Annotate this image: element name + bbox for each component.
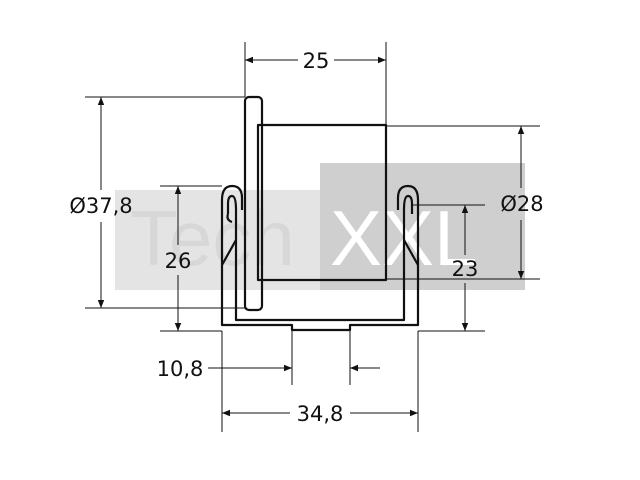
watermark-right-panel (320, 163, 525, 290)
dimension-lines (97, 56, 525, 417)
left-wall-slant (221, 239, 237, 266)
right-wall-slant (403, 239, 419, 266)
flange (243, 95, 264, 312)
dim-label-roller-diameter: Ø28 (500, 192, 543, 216)
dim-label-slot-width: 10,8 (157, 357, 204, 381)
right-hook (396, 184, 420, 214)
dimension-labels: 25 Ø37,8 Ø28 26 23 10,8 34,8 (69, 49, 543, 426)
dim-label-right-height: 23 (452, 257, 479, 281)
dim-label-total-width: 34,8 (297, 402, 344, 426)
watermark-brand-left: Tech (130, 194, 295, 282)
roller-body (256, 123, 388, 282)
left-hook (220, 184, 244, 214)
part-outline (220, 95, 420, 332)
watermark-left-panel (115, 190, 320, 290)
left-hook-tip (226, 213, 233, 224)
dim-label-left-height: 26 (165, 249, 192, 273)
dim-label-top-width: 25 (303, 49, 330, 73)
dim-label-flange-diameter: Ø37,8 (69, 194, 132, 218)
channel-outer (220, 200, 420, 332)
channel-inner (234, 210, 406, 322)
